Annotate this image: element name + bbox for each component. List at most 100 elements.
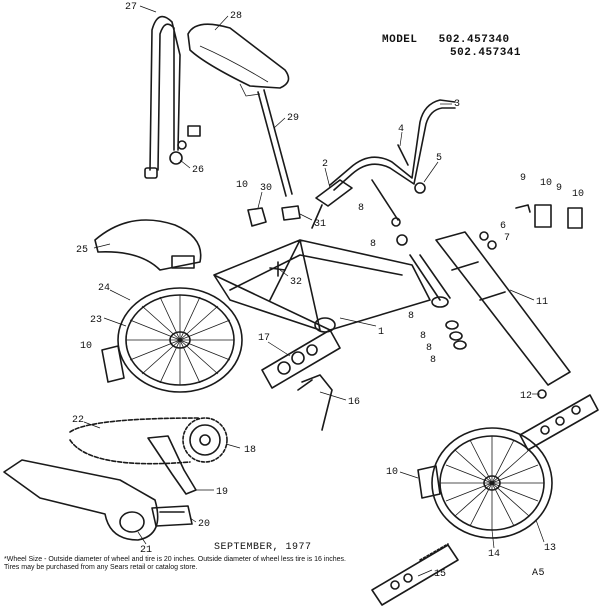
callout: 9 — [520, 173, 526, 184]
reflector-rear — [101, 345, 125, 383]
axle — [419, 543, 449, 561]
seat-clamp — [247, 207, 267, 227]
rear-fender — [94, 219, 202, 271]
callout: 20 — [198, 519, 210, 530]
clamp-bolt — [177, 140, 187, 150]
callout: 24 — [98, 283, 110, 294]
callout: 4 — [398, 124, 404, 135]
callout: 12 — [520, 391, 532, 402]
bearing-cup — [431, 296, 449, 308]
callout: 5 — [436, 153, 442, 164]
callout: 18 — [244, 445, 256, 456]
axle-strip — [371, 544, 459, 606]
reflector-bracket — [515, 204, 531, 213]
callout: 10 — [386, 467, 398, 478]
crank-arm — [147, 435, 197, 495]
callout: 8 — [426, 343, 432, 354]
callout: 27 — [125, 2, 137, 13]
sprocket — [182, 417, 228, 463]
callout: 13 — [544, 543, 556, 554]
model-number-2: 502.457341 — [450, 47, 522, 59]
frame-bolt — [269, 261, 286, 277]
callout: 10 — [80, 341, 92, 352]
axle-cone-1 — [390, 580, 400, 590]
model-label: MODEL — [382, 34, 418, 46]
callout: 10 — [540, 178, 552, 189]
callout: 31 — [314, 219, 326, 230]
fork-nut — [487, 240, 497, 250]
callout: 28 — [230, 11, 242, 22]
callout: 29 — [287, 113, 299, 124]
front-fork — [435, 231, 571, 386]
clamp-bracket — [187, 125, 201, 137]
date-label: SEPTEMBER, 1977 — [214, 542, 312, 553]
callout: 17 — [258, 333, 270, 344]
callout: 7 — [504, 233, 510, 244]
callout: 32 — [290, 277, 302, 288]
sheet-number: A5 — [532, 568, 546, 579]
sissy-bar — [149, 15, 181, 171]
chain-guard — [3, 459, 159, 541]
callout: 6 — [500, 221, 506, 232]
callout: 16 — [348, 397, 360, 408]
model-block: MODEL 502.457340 — [382, 34, 510, 46]
saddle-frame — [199, 45, 269, 97]
reflector-front — [417, 465, 441, 499]
front-hub-bearing-1 — [540, 425, 550, 435]
callout: 9 — [556, 183, 562, 194]
callout: 10 — [236, 180, 248, 191]
bottom-bracket — [314, 317, 336, 333]
saddle — [187, 23, 290, 89]
footnote: *Wheel Size - Outside diameter of wheel … — [4, 556, 346, 571]
callout-labels: 27 28 29 26 2 3 4 5 30 10 31 8 8 9 10 9 … — [72, 2, 584, 580]
washer-a — [391, 217, 401, 227]
callout: 21 — [140, 545, 152, 556]
callout: 30 — [260, 183, 272, 194]
callout: 8 — [408, 311, 414, 322]
callout: 25 — [76, 245, 88, 256]
reflector-top-1 — [534, 204, 552, 228]
rear-wheel — [117, 287, 243, 393]
callout: 1 — [378, 327, 384, 338]
callout: 26 — [192, 165, 204, 176]
callout: 23 — [90, 315, 102, 326]
sissy-bar-cap — [144, 167, 158, 179]
seat-clamp-bolt — [281, 205, 301, 221]
pedal — [151, 505, 193, 527]
callout: 10 — [572, 189, 584, 200]
callout: 8 — [430, 355, 436, 366]
fork-bearing — [479, 231, 489, 241]
callout: 8 — [420, 331, 426, 342]
front-wheel — [431, 427, 553, 539]
callout: 14 — [488, 549, 500, 560]
bearing-1 — [445, 320, 459, 330]
seat-post — [257, 89, 293, 197]
kickstand — [297, 374, 333, 431]
callout: 3 — [454, 99, 460, 110]
callout: 8 — [370, 239, 376, 250]
washer-b — [396, 234, 408, 246]
callout: 2 — [322, 159, 328, 170]
model-number-1: 502.457340 — [438, 34, 510, 46]
handlebar — [329, 99, 456, 191]
fender-bracket — [171, 255, 195, 269]
callout: 22 — [72, 415, 84, 426]
bearing-3 — [453, 340, 467, 350]
chain — [69, 417, 201, 465]
callout: 19 — [216, 487, 228, 498]
clamp-nut — [169, 151, 183, 165]
front-hub-bearing-2 — [555, 416, 565, 426]
front-hub-bearing-3 — [571, 405, 581, 415]
stem-nut — [414, 182, 426, 194]
reflector-top-2 — [567, 207, 583, 229]
callout: 15 — [434, 569, 446, 580]
head-bolt — [371, 179, 399, 221]
head-tube — [409, 254, 451, 301]
callout: 11 — [536, 297, 548, 308]
stem-bolt — [397, 144, 409, 166]
axle-cone-2 — [403, 573, 413, 583]
handlebar-stem — [311, 179, 353, 229]
callout: 8 — [358, 203, 364, 214]
